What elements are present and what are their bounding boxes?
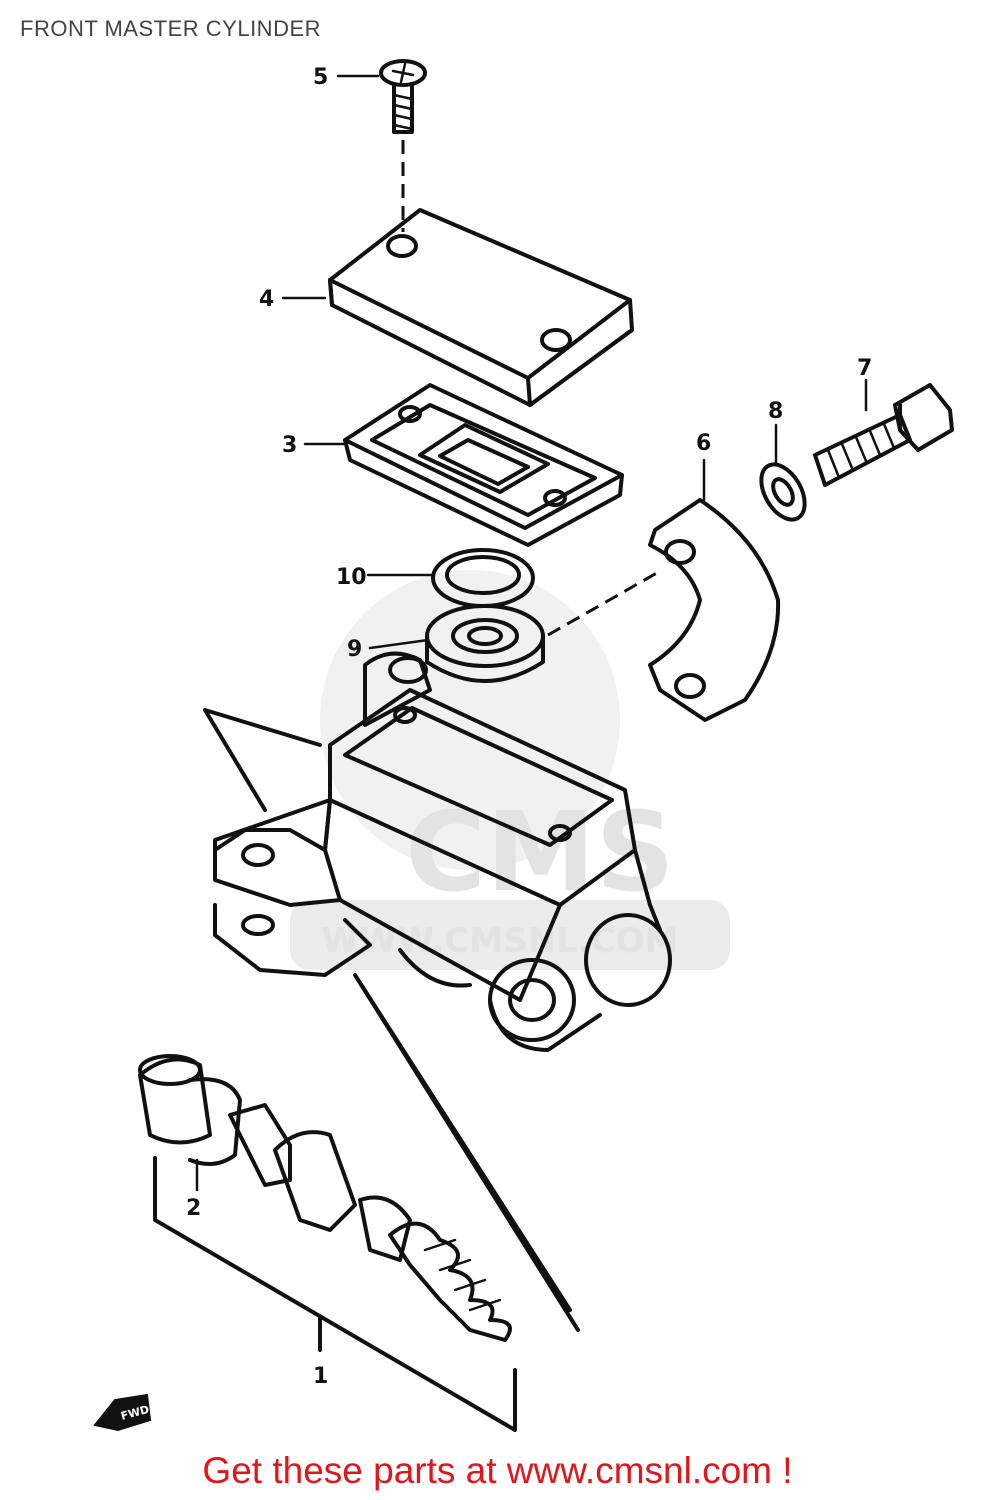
part-7-bolt [813, 383, 954, 487]
page-title: FRONT MASTER CYLINDER [20, 16, 322, 41]
part-4-reservoir-cap [328, 208, 634, 407]
callout-leaders [195, 74, 868, 1192]
part-6-clamp [547, 498, 781, 722]
get-parts-link[interactable]: Get these parts at www.cmsnl.com ! [202, 1450, 793, 1491]
master-cylinder-body [213, 651, 672, 1052]
callout-7: 7 [857, 356, 872, 381]
callout-6: 6 [696, 431, 711, 456]
callout-10: 10 [336, 565, 367, 590]
exploded-view-diagram: CMS WWW.CMSNL.COM [93, 59, 954, 1432]
fwd-arrow-icon: FWD [93, 1393, 152, 1432]
part-1-bracket [153, 1156, 517, 1432]
piston-assembly [138, 1054, 512, 1342]
part-9-boot [425, 604, 545, 683]
part-5-screw [379, 59, 427, 232]
callout-5: 5 [313, 65, 328, 90]
part-3-diaphragm [343, 383, 624, 547]
callout-4: 4 [259, 287, 274, 312]
watermark-url: WWW.CMSNL.COM [322, 921, 679, 961]
callout-2: 2 [186, 1196, 201, 1221]
callout-8: 8 [768, 399, 783, 424]
part-8-washer [759, 462, 807, 522]
callout-9: 9 [347, 637, 362, 662]
callout-3: 3 [282, 433, 297, 458]
assembly-leader-lines [203, 708, 580, 1332]
callout-1: 1 [313, 1364, 328, 1389]
callout-labels: 5 4 3 10 9 6 8 7 2 1 [186, 65, 872, 1389]
